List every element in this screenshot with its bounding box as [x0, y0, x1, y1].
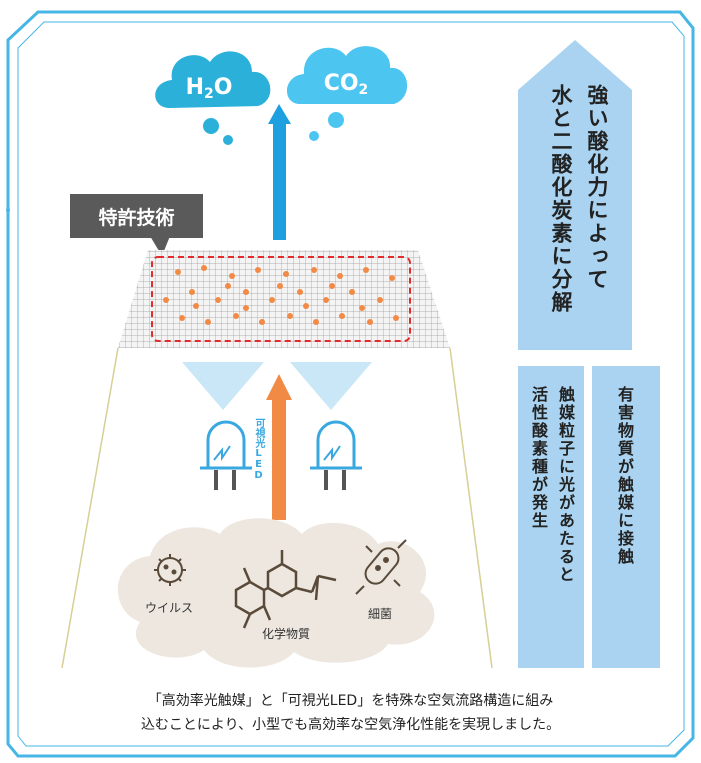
catalyst-particle [393, 315, 399, 321]
guide-line-left [61, 347, 119, 669]
catalyst-particle [277, 283, 283, 289]
catalyst-particle [349, 289, 355, 295]
catalyst-particle [193, 303, 199, 309]
catalyst-particle [367, 319, 373, 325]
light-text-col1: 触媒粒子に光があたると [556, 386, 575, 584]
oxidation-text-col2: 水と二酸化炭素に分解 [549, 84, 573, 314]
catalyst-particle [339, 313, 345, 319]
result-arrow-panel [518, 40, 632, 350]
catalyst-particle [225, 283, 231, 289]
patent-label: 特許技術 [70, 194, 203, 238]
catalyst-particle [205, 319, 211, 325]
catalyst-particle [243, 289, 249, 295]
catalyst-particle [259, 319, 265, 325]
h2o-cloud: H2O [155, 51, 271, 145]
light-text-col2: 活性酸素種が発生 [529, 386, 548, 530]
catalyst-particle [389, 275, 395, 281]
virus-icon [154, 554, 186, 586]
catalyst-particle [297, 289, 303, 295]
catalyst-particle [363, 267, 369, 273]
catalyst-particle [311, 267, 317, 273]
catalyst-particle [189, 289, 195, 295]
guide-line-right [449, 347, 493, 669]
bacteria-label: 細菌 [368, 607, 392, 621]
co2-sub: 2 [359, 82, 369, 98]
caption-line-1: 「高効率光触媒」と「可視光LED」を特殊な空気流路構造に組み [147, 693, 554, 709]
chemical-icon [234, 550, 337, 629]
catalyst-particle [179, 315, 185, 321]
oxidation-text-col1: 強い酸化力によって [585, 84, 609, 291]
h2o-sub: 2 [204, 86, 214, 102]
catalyst-particle [377, 297, 383, 303]
led-icon-right [310, 420, 362, 470]
catalyst-particle [337, 273, 343, 279]
outer-frame [6, 10, 695, 758]
light-panel [518, 366, 584, 668]
catalyst-particle [329, 283, 335, 289]
catalyst-region-outline [151, 256, 411, 342]
patent-pointer [150, 236, 170, 256]
svg-text:CO2: CO2 [324, 71, 369, 98]
catalyst-particle [303, 303, 309, 309]
catalyst-particles [163, 265, 399, 325]
frame-dot [6, 208, 10, 212]
catalyst-filter [118, 250, 450, 348]
catalyst-particle [283, 271, 289, 277]
co2-main: CO [324, 71, 359, 96]
led-label: 可視光LED [253, 418, 264, 481]
catalyst-particle [359, 305, 365, 311]
catalyst-particle [269, 297, 275, 303]
h2o-main: H [186, 75, 204, 100]
catalyst-particle [233, 313, 239, 319]
svg-text:H2O: H2O [186, 75, 233, 102]
caption-line-2: 込むことにより、小型でも高効率な空気浄化性能を実現しました。 [140, 717, 561, 733]
chemical-label: 化学物質 [262, 626, 310, 641]
catalyst-particle [215, 297, 221, 303]
catalyst-particle [229, 273, 235, 279]
catalyst-particle [243, 305, 249, 311]
contact-panel [592, 366, 660, 668]
light-cone-left [182, 362, 264, 410]
orange-up-arrow [266, 374, 292, 520]
catalyst-particle [287, 313, 293, 319]
co2-cloud: CO2 [286, 46, 408, 141]
catalyst-particle [163, 297, 169, 303]
led-icon-left [200, 420, 252, 470]
catalyst-particle [175, 269, 181, 275]
contact-text: 有害物質が触媒に接触 [615, 386, 634, 566]
led-legs-left [214, 470, 236, 490]
catalyst-particle [201, 265, 207, 271]
catalyst-particle [323, 297, 329, 303]
catalyst-particle [313, 319, 319, 325]
catalyst-particle [255, 267, 261, 273]
blue-up-arrow [268, 104, 291, 240]
h2o-end: O [214, 75, 233, 100]
light-cone-right [290, 362, 372, 410]
virus-label: ウイルス [145, 601, 193, 615]
bacteria-icon [355, 539, 407, 595]
led-legs-right [324, 470, 346, 490]
